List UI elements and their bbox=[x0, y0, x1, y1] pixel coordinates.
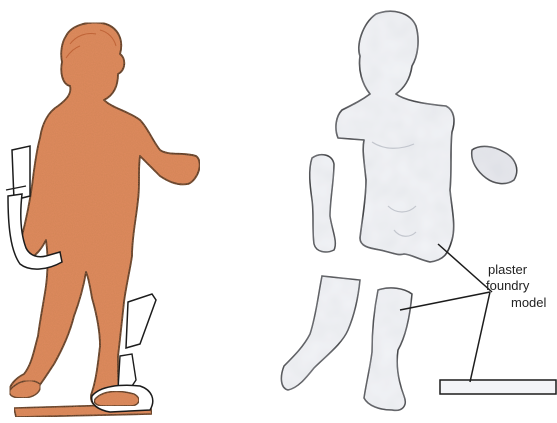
plaster-left-arm bbox=[310, 155, 336, 252]
label-model: model bbox=[511, 295, 557, 311]
plaster-torso-head bbox=[336, 11, 454, 262]
plaster-base-bar bbox=[440, 380, 556, 394]
left-arm-segment-white bbox=[12, 146, 30, 200]
left-statue-figure bbox=[6, 23, 200, 418]
plaster-right-hand bbox=[472, 146, 517, 183]
plaster-right-leg bbox=[364, 288, 412, 410]
label-leader-lines bbox=[400, 244, 492, 382]
label-plaster: plaster bbox=[488, 262, 557, 278]
label-foundry: foundry bbox=[486, 278, 557, 294]
leader-line-base bbox=[470, 292, 490, 382]
right-plaster-pieces bbox=[281, 11, 556, 410]
leader-line-leg bbox=[400, 292, 490, 310]
left-body-silhouette bbox=[10, 23, 200, 411]
leader-line-torso bbox=[438, 244, 492, 292]
right-leg-segment-white bbox=[126, 294, 156, 348]
plaster-left-leg bbox=[281, 276, 360, 390]
